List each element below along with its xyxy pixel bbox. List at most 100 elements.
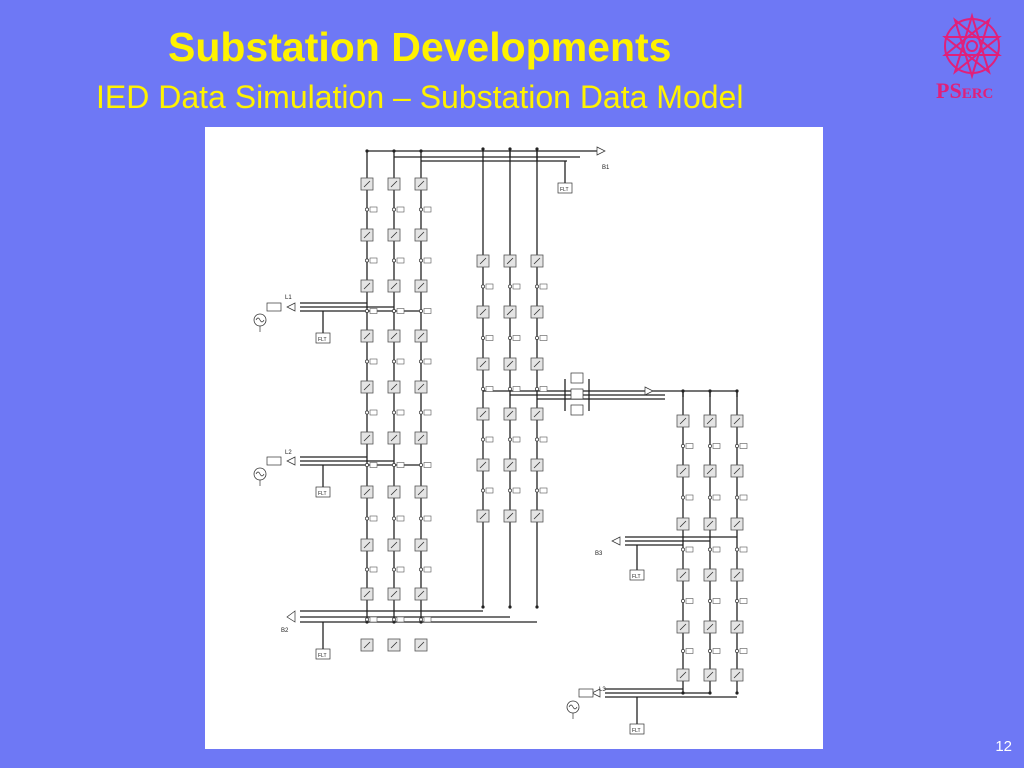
breaker-icon [676, 568, 690, 582]
switch-icon [419, 515, 432, 522]
breaker-icon [360, 380, 374, 394]
switch-icon [681, 443, 694, 449]
switch-icon [481, 335, 494, 341]
breaker-icon [730, 464, 744, 478]
switch-icon [508, 283, 521, 290]
switch-icon [535, 335, 548, 341]
bus1-label: B1 [602, 165, 610, 171]
switch-icon [735, 494, 748, 501]
switch-icon [508, 386, 521, 392]
switch-icon [365, 409, 378, 416]
breaker-icon [414, 279, 428, 293]
breaker-icon [503, 357, 517, 371]
switch-icon [481, 487, 494, 494]
breaker-icon [360, 538, 374, 552]
slide-number: 12 [995, 738, 1012, 755]
breaker-icon [503, 305, 517, 319]
switch-icon [419, 308, 432, 314]
switch-icon [392, 308, 405, 314]
slide-subtitle: IED Data Simulation – Substation Data Mo… [96, 79, 744, 115]
breaker-icon [360, 485, 374, 499]
line1-label: L1 [285, 295, 292, 301]
switch-icon [419, 566, 432, 573]
switch-icon [535, 386, 548, 392]
switch-icon [365, 515, 378, 522]
switch-icon [735, 598, 748, 604]
switch-icon [392, 206, 405, 213]
breaker-icon [530, 407, 544, 421]
diagram-components [253, 146, 748, 735]
switch-icon [735, 546, 748, 553]
switch-icon [365, 206, 378, 213]
breaker-icon [676, 517, 690, 531]
switch-icon [392, 358, 405, 365]
switch-icon [419, 206, 432, 213]
switch-icon [535, 283, 548, 290]
switch-icon [481, 283, 494, 290]
breaker-icon [530, 509, 544, 523]
breaker-icon [703, 517, 717, 531]
breaker-icon [360, 228, 374, 242]
fault-box-icon [315, 648, 331, 660]
switch-icon [392, 462, 405, 468]
pserc-logo-icon [942, 12, 1002, 80]
switch-icon [508, 487, 521, 494]
switch-icon [365, 257, 378, 264]
switch-icon [708, 648, 721, 654]
breaker-icon [503, 458, 517, 472]
switch-icon [392, 566, 405, 573]
switch-icon [535, 436, 548, 443]
breaker-icon [503, 254, 517, 268]
breaker-icon [530, 305, 544, 319]
breaker-icon [414, 380, 428, 394]
fault-box-icon [629, 569, 645, 581]
breaker-icon [360, 279, 374, 293]
breaker-icon [730, 568, 744, 582]
flt-label-6: FLT [632, 728, 641, 734]
breaker-icon [387, 431, 401, 445]
switch-icon [365, 566, 378, 573]
breaker-icon [387, 485, 401, 499]
bus3-label: B3 [595, 551, 603, 557]
switch-icon [708, 546, 721, 553]
switch-icon [508, 335, 521, 341]
breaker-icon [530, 254, 544, 268]
breaker-icon [703, 620, 717, 634]
switch-icon [365, 616, 378, 623]
switch-icon [365, 358, 378, 365]
line3-label: L3 [599, 687, 606, 693]
breaker-icon [730, 414, 744, 428]
switch-icon [681, 598, 694, 604]
fault-box-icon [315, 332, 331, 344]
fault-box-icon [629, 723, 645, 735]
breaker-icon [476, 509, 490, 523]
breaker-icon [476, 254, 490, 268]
flt-label-4: FLT [318, 653, 327, 659]
breaker-icon [387, 538, 401, 552]
breaker-icon [530, 357, 544, 371]
breaker-icon [387, 177, 401, 191]
generator-source-icon [253, 467, 267, 486]
pserc-logo-text: PSERC [936, 78, 994, 103]
breaker-icon [703, 414, 717, 428]
switch-icon [708, 494, 721, 501]
flt-label-3: FLT [318, 491, 327, 497]
switch-icon [392, 616, 405, 623]
breaker-icon [387, 587, 401, 601]
tie-breaker-icon [570, 404, 584, 416]
switch-icon [535, 487, 548, 494]
breaker-icon [414, 485, 428, 499]
breaker-icon [676, 668, 690, 682]
breaker-icon [360, 431, 374, 445]
breaker-icon [414, 638, 428, 652]
bus2-label: B2 [281, 628, 289, 634]
breaker-icon [676, 620, 690, 634]
breaker-icon [530, 458, 544, 472]
breaker-icon [387, 279, 401, 293]
breaker-icon [476, 407, 490, 421]
breaker-icon [387, 638, 401, 652]
switch-icon [708, 598, 721, 604]
switch-icon [392, 257, 405, 264]
breaker-icon [703, 464, 717, 478]
flt-label-1: FLT [560, 187, 569, 193]
